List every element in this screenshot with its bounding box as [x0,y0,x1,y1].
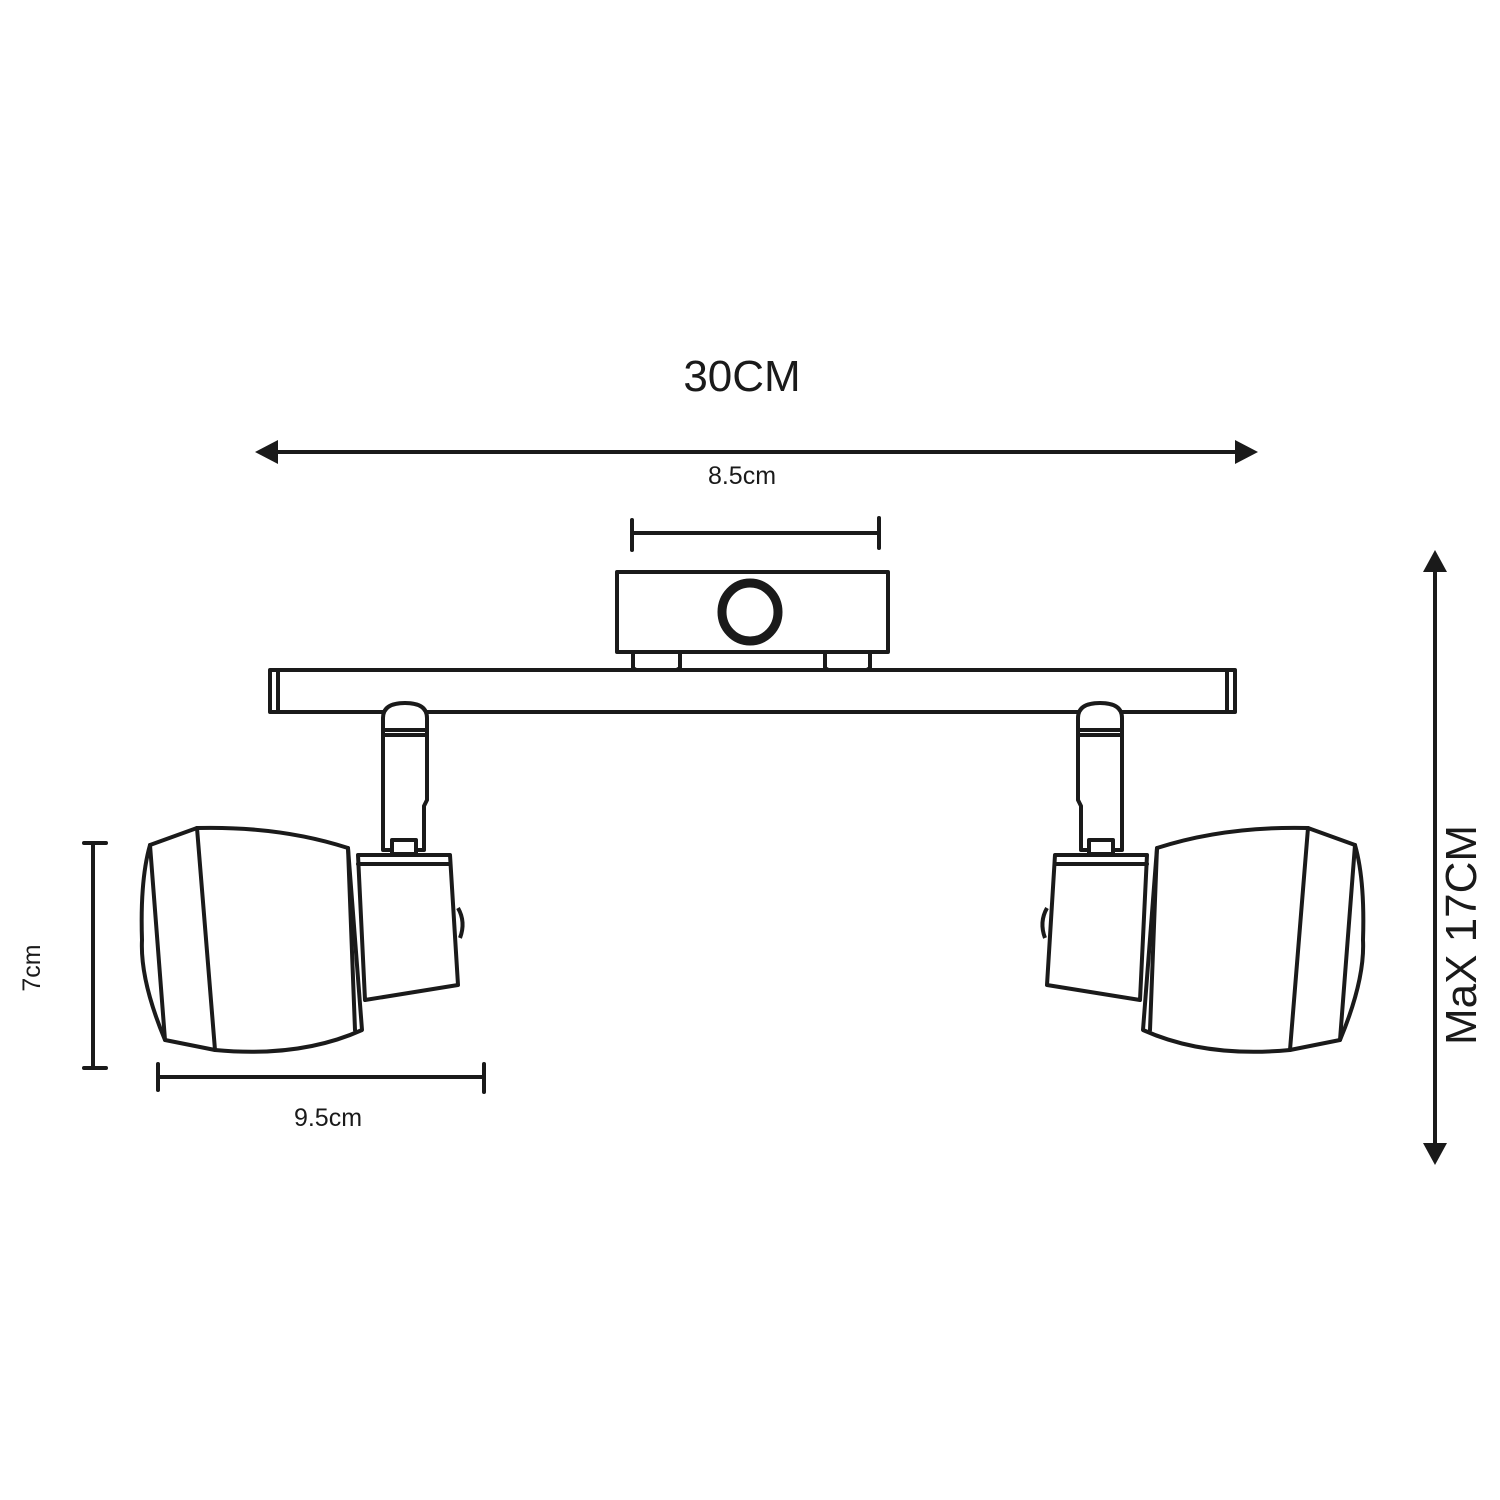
total-width-dimension: 30CM [255,352,1258,464]
arrow-left-icon [255,440,278,464]
total-width-label: 30CM [683,352,800,401]
right-spotlight [1040,701,1366,1054]
arrow-right-icon [1235,440,1258,464]
ceiling-mount [615,570,890,678]
shade-length-dimension: 9.5cm [156,1062,486,1132]
mount-width-label: 8.5cm [708,462,776,490]
shade-height-dimension: 7cm [18,841,108,1070]
arrow-up-icon [1423,550,1447,572]
max-height-label: MaX 17CM [1437,825,1486,1045]
max-height-dimension: MaX 17CM [1423,550,1486,1165]
mount-width-dimension: 8.5cm [630,462,881,552]
arrow-down-icon [1423,1143,1447,1165]
shade-length-label: 9.5cm [294,1104,362,1132]
mounting-bar [268,668,1237,714]
left-spotlight [139,701,465,1054]
shade-height-label: 7cm [18,944,46,991]
